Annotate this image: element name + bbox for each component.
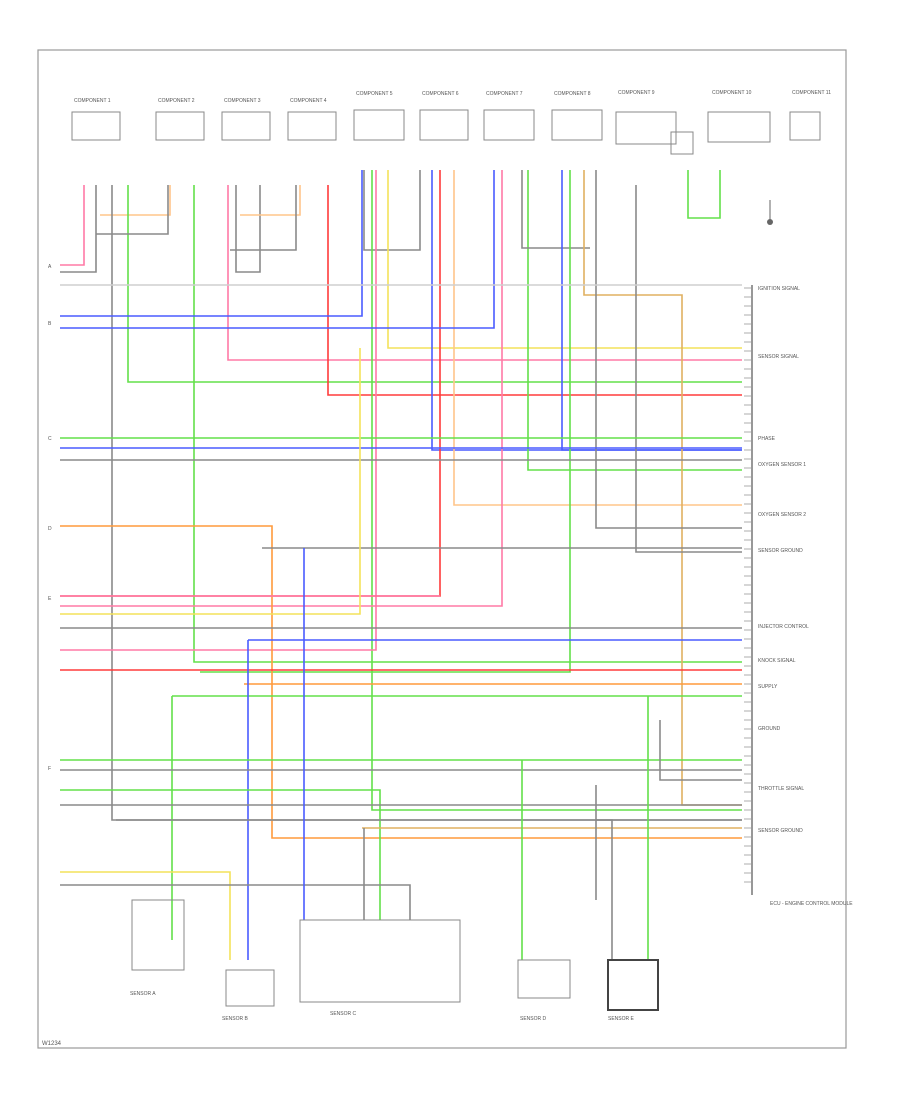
svg-text:SENSOR A: SENSOR A bbox=[130, 991, 156, 997]
wire bbox=[659, 720, 742, 781]
bottom-component: SENSOR A bbox=[130, 899, 185, 997]
ecu-pin-label: SENSOR GROUND bbox=[758, 548, 803, 554]
svg-text:COMPONENT 4: COMPONENT 4 bbox=[290, 98, 327, 104]
wire bbox=[431, 170, 742, 451]
top-component: COMPONENT 5 bbox=[353, 91, 405, 141]
wire bbox=[60, 789, 381, 920]
svg-text:COMPONENT 2: COMPONENT 2 bbox=[158, 98, 195, 104]
wire bbox=[127, 185, 742, 383]
wire bbox=[60, 871, 231, 960]
wire bbox=[230, 185, 297, 251]
wire bbox=[327, 185, 742, 396]
svg-text:SENSOR B: SENSOR B bbox=[222, 1016, 249, 1022]
top-component: COMPONENT 1 bbox=[71, 98, 121, 141]
ecu-connector bbox=[744, 285, 753, 895]
wire bbox=[227, 185, 742, 361]
svg-text:F: F bbox=[48, 766, 51, 772]
svg-text:B: B bbox=[48, 321, 52, 327]
svg-text:COMPONENT 7: COMPONENT 7 bbox=[486, 91, 523, 97]
top-component: COMPONENT 7 bbox=[483, 91, 535, 141]
bottom-component: SENSOR C bbox=[299, 919, 461, 1017]
bottom-component: SENSOR D bbox=[517, 959, 571, 1022]
diagram-code: W1234 bbox=[42, 1041, 62, 1047]
wire bbox=[247, 639, 742, 960]
wire bbox=[60, 185, 85, 266]
svg-text:COMPONENT 6: COMPONENT 6 bbox=[422, 91, 459, 97]
svg-text:COMPONENT 11: COMPONENT 11 bbox=[792, 90, 831, 96]
wire bbox=[561, 170, 742, 451]
top-component: COMPONENT 4 bbox=[287, 98, 337, 141]
svg-text:A: A bbox=[48, 264, 52, 270]
ecu-pin-label: SENSOR SIGNAL bbox=[758, 354, 799, 360]
wire bbox=[60, 170, 503, 607]
svg-text:D: D bbox=[48, 526, 52, 532]
wire bbox=[595, 170, 742, 529]
wire bbox=[171, 695, 742, 940]
top-component: COMPONENT 3 bbox=[221, 98, 271, 141]
top-component: COMPONENT 8 bbox=[551, 91, 603, 141]
wire bbox=[60, 185, 97, 273]
ecu-pin-labels: IGNITION SIGNAL SENSOR SIGNAL PHASE OXYG… bbox=[758, 286, 853, 907]
ecu-name: ECU - ENGINE CONTROL MODULE bbox=[770, 901, 853, 907]
svg-text:SENSOR E: SENSOR E bbox=[608, 1016, 635, 1022]
ecu-pin-label: KNOCK SIGNAL bbox=[758, 658, 796, 664]
ecu-pin-label: THROTTLE SIGNAL bbox=[758, 786, 804, 792]
wire bbox=[60, 884, 411, 920]
ecu-pin-label: INJECTOR CONTROL bbox=[758, 624, 809, 630]
svg-text:COMPONENT 8: COMPONENT 8 bbox=[554, 91, 591, 97]
wire bbox=[235, 185, 261, 273]
wire bbox=[240, 185, 301, 216]
wire bbox=[521, 170, 590, 249]
ecu-pin-label: IGNITION SIGNAL bbox=[758, 286, 800, 292]
bottom-components: SENSOR A SENSOR B SENSOR C SENSOR D SENS… bbox=[130, 899, 659, 1022]
top-components: COMPONENT 1 COMPONENT 2 COMPONENT 3 COMP… bbox=[71, 90, 831, 155]
svg-text:SENSOR C: SENSOR C bbox=[330, 1011, 357, 1017]
wire bbox=[363, 170, 421, 251]
ground-symbol-icon bbox=[767, 200, 773, 225]
wire bbox=[100, 185, 171, 216]
ecu-pin-label: OXYGEN SENSOR 1 bbox=[758, 462, 806, 468]
bottom-component: SENSOR B bbox=[222, 969, 275, 1022]
svg-text:E: E bbox=[48, 596, 52, 602]
wire bbox=[60, 170, 363, 317]
wire bbox=[60, 170, 495, 329]
wire bbox=[193, 185, 742, 663]
svg-text:COMPONENT 5: COMPONENT 5 bbox=[356, 91, 393, 97]
ecu-pin-label: OXYGEN SENSOR 2 bbox=[758, 512, 806, 518]
top-component: COMPONENT 9 bbox=[615, 90, 694, 155]
wire bbox=[527, 170, 742, 471]
wire bbox=[371, 170, 742, 811]
ecu-pin-label: GROUND bbox=[758, 726, 781, 732]
wires bbox=[60, 170, 742, 960]
wire bbox=[635, 185, 742, 553]
svg-text:COMPONENT 9: COMPONENT 9 bbox=[618, 90, 655, 96]
top-component: COMPONENT 2 bbox=[155, 98, 205, 141]
ecu-pin-label: SUPPLY bbox=[758, 684, 778, 690]
svg-text:COMPONENT 10: COMPONENT 10 bbox=[712, 90, 752, 96]
ecu-pin-label: SENSOR GROUND bbox=[758, 828, 803, 834]
left-wire-labels: A B C D E F bbox=[48, 264, 52, 772]
wire bbox=[387, 170, 742, 349]
wire bbox=[595, 785, 613, 960]
wire bbox=[60, 348, 361, 615]
wire bbox=[200, 170, 571, 673]
svg-text:SENSOR D: SENSOR D bbox=[520, 1016, 547, 1022]
svg-text:COMPONENT 1: COMPONENT 1 bbox=[74, 98, 111, 104]
svg-text:C: C bbox=[48, 436, 52, 442]
wire bbox=[687, 170, 721, 219]
diagram-frame bbox=[37, 49, 847, 1049]
top-component: COMPONENT 11 bbox=[789, 90, 831, 141]
top-component: COMPONENT 6 bbox=[419, 91, 469, 141]
wire bbox=[60, 170, 377, 651]
wire bbox=[583, 170, 742, 806]
wire bbox=[60, 525, 742, 839]
bottom-component: SENSOR E bbox=[607, 959, 659, 1022]
svg-text:COMPONENT 3: COMPONENT 3 bbox=[224, 98, 261, 104]
top-component: COMPONENT 10 bbox=[707, 90, 771, 143]
ecu-pin-label: PHASE bbox=[758, 436, 776, 442]
wire bbox=[453, 170, 742, 506]
wire bbox=[96, 185, 169, 235]
